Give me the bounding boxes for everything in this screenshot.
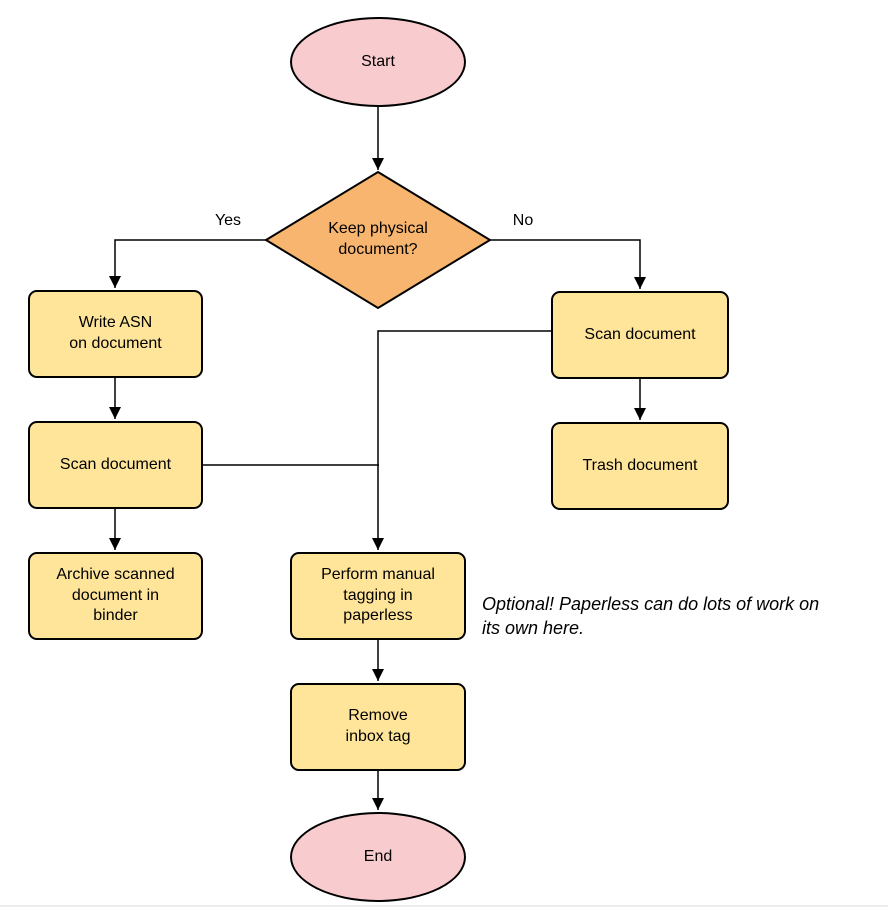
node-archive-document: Archive scanned document in binder (28, 552, 203, 640)
node-manual-tagging: Perform manual tagging in paperless (290, 552, 466, 640)
node-trash-document: Trash document (551, 422, 729, 510)
edge-decision-no-to-scan-right (490, 239, 646, 289)
edge-scan-right-to-tagging (372, 330, 551, 550)
annotation-optional-note: Optional! Paperless can do lots of work … (482, 594, 820, 639)
node-scan-document-right: Scan document (551, 291, 729, 379)
node-write-asn: Write ASN on document (28, 290, 203, 378)
bottom-divider (0, 905, 888, 907)
edge-label-no: No (512, 212, 534, 229)
decision-diamond-shape (264, 170, 492, 310)
node-end: End (290, 812, 466, 902)
node-remove-inbox-tag: Remove inbox tag (290, 683, 466, 771)
node-scan-document-left: Scan document (28, 421, 203, 509)
edge-decision-yes-to-write-asn (109, 239, 266, 288)
node-start: Start (290, 17, 466, 107)
node-decision-label: Keep physical document? (328, 220, 428, 258)
edge-label-yes: Yes (214, 212, 242, 229)
